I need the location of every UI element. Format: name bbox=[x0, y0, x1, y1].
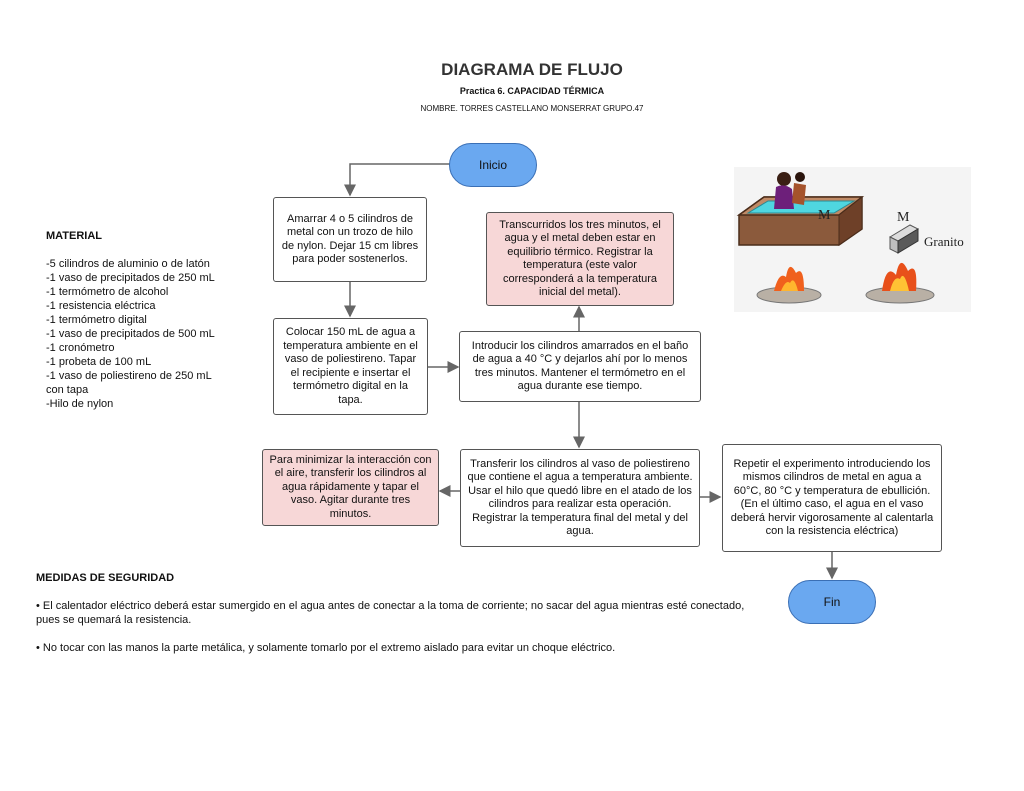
safety-item: • El calentador eléctrico deberá estar s… bbox=[36, 600, 745, 626]
material-item: -5 cilindros de aluminio o de latón bbox=[46, 258, 210, 270]
note-minimize-interaction: Para minimizar la interacción con el air… bbox=[262, 449, 439, 526]
step-transfer-cylinders: Transferir los cilindros al vaso de poli… bbox=[460, 449, 700, 547]
page-subtitle: Practica 6. CAPACIDAD TÉRMICA bbox=[459, 86, 605, 96]
step-tie-cylinders: Amarrar 4 o 5 cilindros de metal con un … bbox=[273, 197, 427, 282]
metal-label-2: M bbox=[897, 210, 910, 225]
material-heading: MATERIAL bbox=[46, 230, 103, 242]
heating-illustration: M M Granito bbox=[734, 167, 971, 312]
safety-heading: MEDIDAS DE SEGURIDAD bbox=[36, 572, 175, 584]
material-item: -1 resistencia eléctrica bbox=[46, 300, 156, 312]
material-item: -Hilo de nylon bbox=[46, 398, 114, 410]
metal-label-1: M bbox=[818, 208, 831, 223]
material-item: -1 vaso de precipitados de 250 mL bbox=[46, 272, 215, 284]
step-prepare-cup: Colocar 150 mL de agua a temperatura amb… bbox=[273, 318, 428, 415]
author-line: NOMBRE. TORRES CASTELLANO MONSERRAT GRUP… bbox=[420, 104, 644, 113]
material-item: con tapa bbox=[46, 384, 89, 396]
material-item: -1 vaso de poliestireno de 250 mL bbox=[46, 370, 212, 382]
granite-label: Granito bbox=[924, 234, 964, 249]
start-node: Inicio bbox=[449, 143, 537, 187]
material-item: -1 termómetro de alcohol bbox=[46, 286, 169, 298]
end-node: Fin bbox=[788, 580, 876, 624]
material-item: -1 termómetro digital bbox=[46, 314, 147, 326]
material-section: MATERIAL -5 cilindros de aluminio o de l… bbox=[46, 229, 215, 411]
material-item: -1 cronómetro bbox=[46, 342, 115, 354]
material-item: -1 probeta de 100 mL bbox=[46, 356, 152, 368]
safety-section: MEDIDAS DE SEGURIDAD • El calentador elé… bbox=[36, 571, 756, 669]
step-record-initial-temp: Transcurridos los tres minutos, el agua … bbox=[486, 212, 674, 306]
material-item: -1 vaso de precipitados de 500 mL bbox=[46, 328, 215, 340]
step-heat-cylinders: Introducir los cilindros amarrados en el… bbox=[459, 331, 701, 402]
step-repeat-experiment: Repetir el experimento introduciendo los… bbox=[722, 444, 942, 552]
arrow-start-to-step1 bbox=[344, 163, 450, 197]
safety-item: • No tocar con las manos la parte metáli… bbox=[36, 642, 616, 654]
page-title: DIAGRAMA DE FLUJO bbox=[441, 60, 623, 79]
